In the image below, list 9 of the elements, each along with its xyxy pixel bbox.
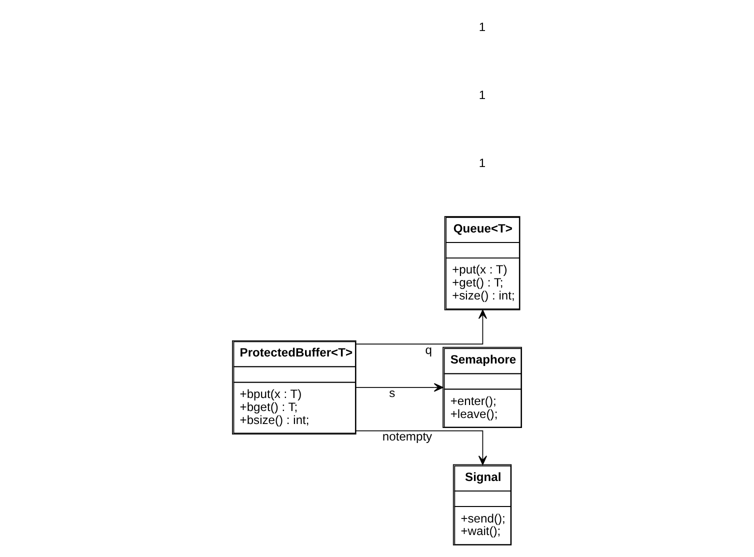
edge-label: q [425,342,432,357]
arrow [356,383,444,392]
label: 1 [478,156,486,170]
label: 1 [478,20,486,34]
arrow [355,310,488,345]
arrow [355,430,488,465]
edge-label: notempty [382,429,432,444]
edge-label: s [389,386,396,400]
label: 1 [478,88,486,102]
